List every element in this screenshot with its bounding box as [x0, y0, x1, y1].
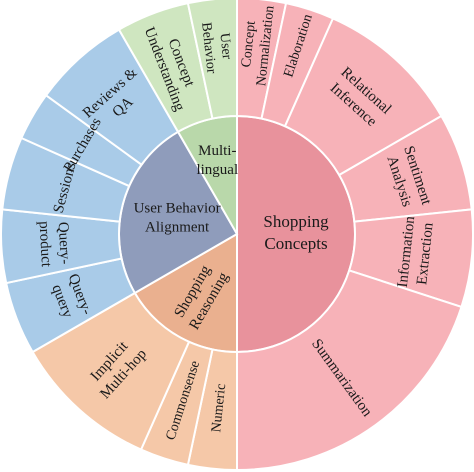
inner-label-line: Alignment — [145, 220, 210, 236]
inner-label-line: Concepts — [264, 234, 327, 253]
inner-label-line: User Behavior — [134, 201, 221, 217]
outer-segment-summarization — [236, 269, 463, 472]
inner-ring — [118, 114, 356, 354]
inner-label-line: Multi- — [198, 143, 236, 159]
outer-label-line: Extraction — [414, 221, 436, 285]
outer-label-line: Concept — [239, 20, 259, 68]
outer-label-line: product — [36, 221, 54, 268]
outer-label-line: Information — [395, 215, 418, 288]
outer-label-line: Query- — [55, 221, 73, 264]
outer-label-user-behavior: UserBehavior — [199, 20, 236, 75]
inner-label-multi-lingual: Multi-lingual — [196, 143, 238, 178]
inner-label-line: Shopping — [263, 212, 329, 231]
outer-label-line: User — [217, 32, 235, 60]
outer-label-line: Numeric — [209, 383, 229, 433]
outer-label-information-extraction: InformationExtraction — [395, 215, 437, 290]
outer-label-query-product: Query-product — [36, 220, 73, 268]
inner-label-line: lingual — [196, 162, 238, 178]
outer-label-numeric: Numeric — [209, 383, 229, 433]
outer-label-line: Behavior — [199, 22, 219, 75]
outer-segment-user-behavior — [186, 0, 238, 120]
